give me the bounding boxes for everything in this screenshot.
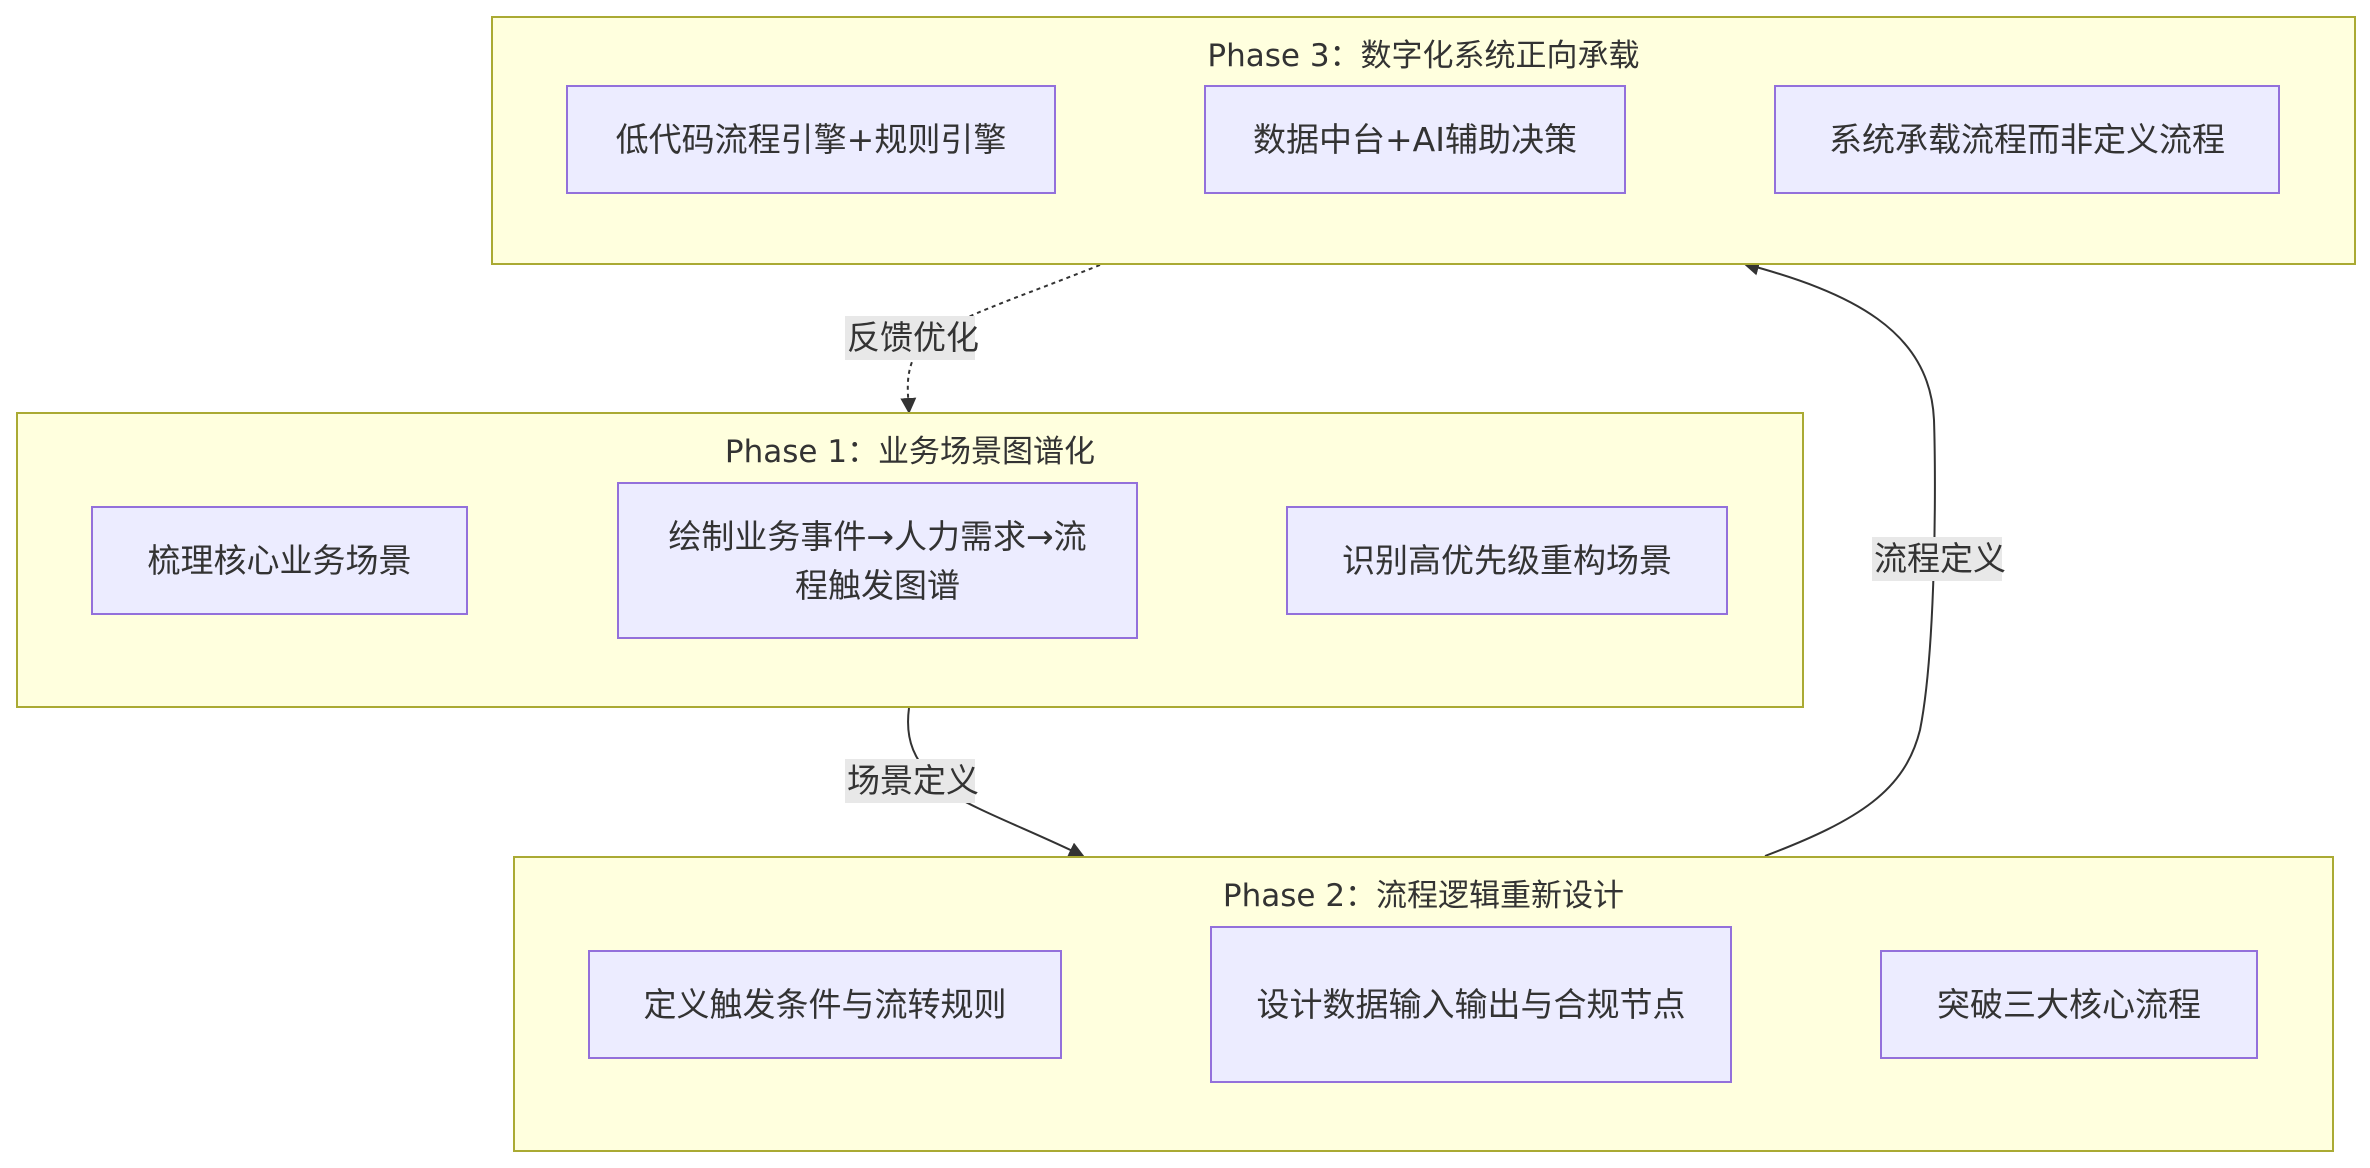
edge-label-scene-definition: 场景定义 <box>845 759 979 803</box>
node-system-carries-process[interactable]: 系统承载流程而非定义流程 <box>1774 85 2280 194</box>
phase-1-title: Phase 1：业务场景图谱化 <box>724 434 1096 470</box>
edge-label-feedback: 反馈优化 <box>845 316 979 360</box>
phase-2-title: Phase 2：流程逻辑重新设计 <box>1222 878 1625 914</box>
edge-feedback <box>900 264 1101 414</box>
node-design-data-io[interactable]: 设计数据输入输出与合规节点 <box>1210 926 1732 1083</box>
node-data-middle-platform[interactable]: 数据中台+AI辅助决策 <box>1204 85 1626 194</box>
node-sort-core-scenes[interactable]: 梳理核心业务场景 <box>91 506 468 615</box>
edge-label-flow-definition: 流程定义 <box>1872 537 2006 581</box>
node-define-trigger-rules[interactable]: 定义触发条件与流转规则 <box>588 950 1062 1059</box>
phase-3-title: Phase 3：数字化系统正向承载 <box>1207 38 1640 74</box>
node-low-code-engine[interactable]: 低代码流程引擎+规则引擎 <box>566 85 1056 194</box>
node-identify-priority-scenes[interactable]: 识别高优先级重构场景 <box>1286 506 1728 615</box>
node-three-core-processes[interactable]: 突破三大核心流程 <box>1880 950 2258 1059</box>
node-draw-event-graph[interactable]: 绘制业务事件→人力需求→流程触发图谱 <box>617 482 1138 639</box>
